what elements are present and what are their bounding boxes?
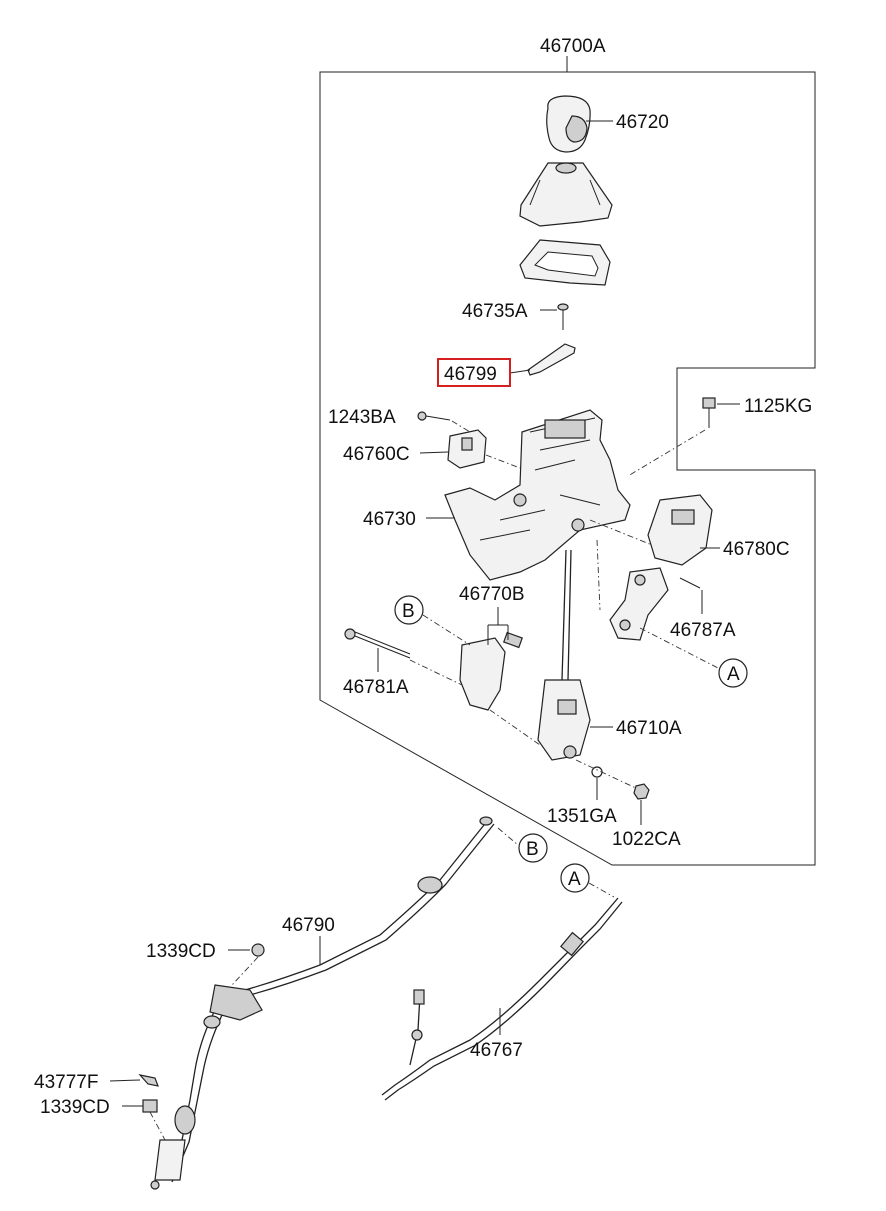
solenoid-46780C xyxy=(647,494,713,566)
dash-1243BA xyxy=(451,420,471,433)
shifter-base-46730 xyxy=(444,409,631,581)
label-1022CA: 1022CA xyxy=(612,829,681,850)
dash-46787A xyxy=(596,539,601,611)
label-46730: 46730 xyxy=(363,509,416,530)
label-46710A: 46710A xyxy=(616,718,682,739)
leader-46760C xyxy=(419,451,449,454)
label-1339CD-top: 1339CD xyxy=(146,941,216,962)
shift-cable-46790 xyxy=(150,816,495,1190)
callout-b-lower-letter: B xyxy=(526,839,539,860)
switch-46760C xyxy=(447,429,487,469)
grommet-1339CD-top xyxy=(251,943,265,957)
dash-1125KG xyxy=(627,429,706,477)
dash-1339CD-bottom xyxy=(149,1111,166,1141)
dash-callout-b-upper xyxy=(422,614,471,646)
label-46720: 46720 xyxy=(616,112,669,133)
dash-46710A xyxy=(489,709,541,746)
callout-a-upper xyxy=(718,658,748,688)
label-1243BA: 1243BA xyxy=(328,407,396,428)
label-46790: 46790 xyxy=(282,915,335,936)
callout-b-upper xyxy=(394,595,424,625)
highlight-box-46799 xyxy=(437,358,511,387)
screw-1243BA xyxy=(417,411,451,421)
dash-callout-b-lower xyxy=(497,827,519,846)
callout-b-lower xyxy=(518,833,548,863)
label-46780C: 46780C xyxy=(723,539,790,560)
leader-46799 xyxy=(509,369,531,374)
dash-callout-a-upper xyxy=(639,627,719,669)
label-46799: 46799 xyxy=(444,364,497,385)
dash-46780C xyxy=(589,519,653,546)
label-43777F: 43777F xyxy=(34,1072,98,1093)
label-46760C: 46760C xyxy=(343,444,410,465)
label-46700A: 46700A xyxy=(540,36,606,57)
label-1339CD-bottom: 1339CD xyxy=(40,1097,110,1118)
dash-callout-a-lower xyxy=(588,882,615,898)
callout-a-upper-letter: A xyxy=(727,664,740,685)
label-46781A: 46781A xyxy=(343,677,409,698)
label-46787A: 46787A xyxy=(670,620,736,641)
assembly-outline xyxy=(319,71,816,866)
leader-43777F xyxy=(109,1079,141,1082)
grommet-1339CD-bottom xyxy=(142,1099,158,1113)
shift-knob-part xyxy=(546,95,591,153)
label-46767: 46767 xyxy=(470,1040,523,1061)
bolt-1125KG xyxy=(702,397,716,428)
cable-46767 xyxy=(381,897,623,1101)
clip-43777F xyxy=(138,1074,159,1087)
label-46770B: 46770B xyxy=(459,584,525,605)
dash-1351GA xyxy=(575,759,641,791)
clip-46770B xyxy=(459,631,523,711)
callout-a-lower-letter: A xyxy=(568,869,581,890)
pin-46781A xyxy=(344,628,411,659)
callout-b-upper-letter: B xyxy=(402,601,415,622)
dash-46781A xyxy=(409,659,463,686)
lever-46710A xyxy=(537,549,591,761)
dash-46760C xyxy=(485,454,521,469)
lever-46787A xyxy=(609,567,701,641)
nut-1022CA xyxy=(633,783,650,800)
leader-46770B xyxy=(487,607,509,645)
label-1351GA: 1351GA xyxy=(547,806,617,827)
shift-boot-part xyxy=(519,162,613,227)
label-1125KG: 1125KG xyxy=(744,396,812,417)
callout-a-lower xyxy=(560,863,590,893)
label-46735A: 46735A xyxy=(462,301,528,322)
bracket-46799 xyxy=(527,343,576,376)
dash-1339CD-top xyxy=(231,956,259,986)
indicator-frame-part xyxy=(519,239,611,286)
screw-46735A xyxy=(557,303,569,330)
